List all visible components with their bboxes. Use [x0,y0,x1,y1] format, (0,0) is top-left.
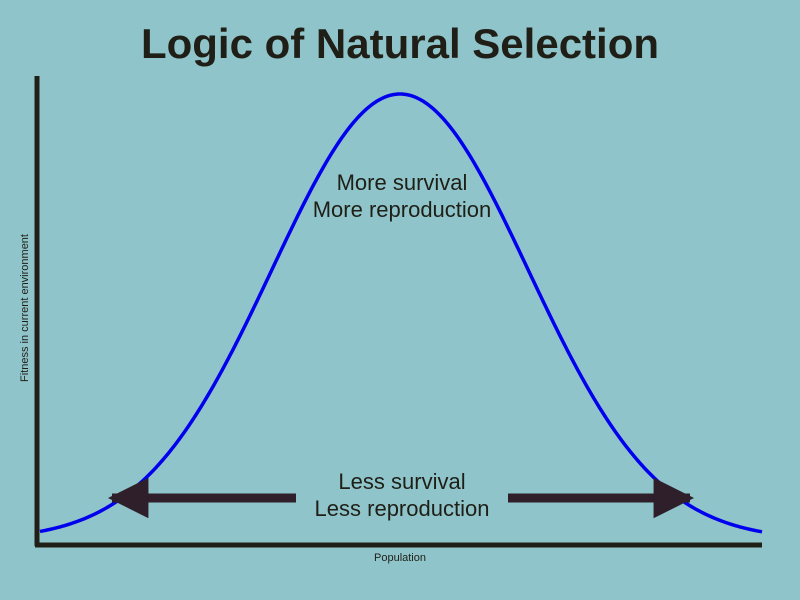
slide-title: Logic of Natural Selection [140,20,660,67]
peak-annotation-line-1: More survival [337,170,468,195]
y-axis-label: Fitness in current environment [19,234,31,382]
peak-annotation-line-2: More reproduction [313,197,492,222]
tails-annotation-line-1: Less survival [338,469,465,494]
bell-curve [39,92,763,534]
tails-annotation-line-2: Less reproduction [315,496,490,521]
x-axis-label: Population [374,552,426,564]
